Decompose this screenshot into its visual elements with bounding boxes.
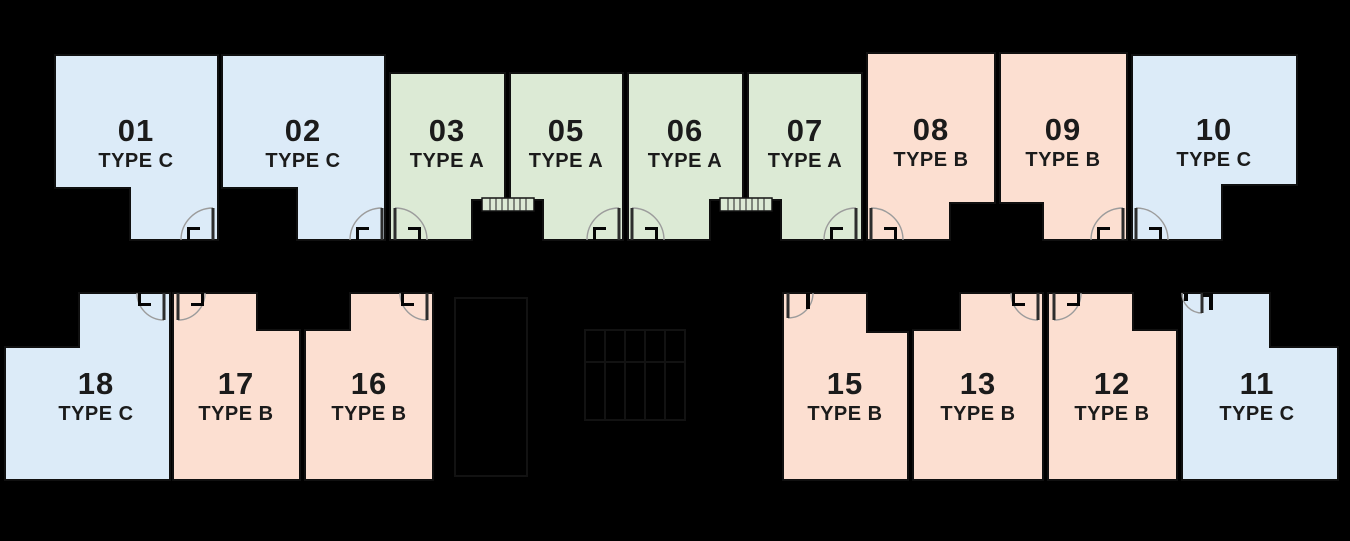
unit-17[interactable]: [172, 292, 301, 481]
door-unit-08: [869, 207, 904, 241]
door-unit-07: [823, 207, 858, 241]
door-unit-03: [393, 207, 428, 241]
unit-13[interactable]: [912, 292, 1044, 481]
door-unit-02: [349, 207, 384, 241]
door-unit-13: [1010, 292, 1040, 321]
unit-08[interactable]: [866, 52, 996, 241]
door-unit-01: [180, 207, 215, 241]
unit-05[interactable]: [509, 72, 624, 241]
door-unit-15: [786, 292, 814, 319]
unit-09[interactable]: [999, 52, 1128, 241]
unit-07[interactable]: [747, 72, 863, 241]
door-unit-12: [1052, 292, 1082, 321]
core-stairs-outline: [454, 297, 686, 477]
door-unit-17: [176, 292, 206, 321]
door-unit-10: [1134, 207, 1169, 241]
unit-15[interactable]: [782, 292, 909, 481]
unit-03[interactable]: [389, 72, 506, 241]
unit-16[interactable]: [304, 292, 434, 481]
service-ledge-2: [719, 197, 773, 212]
door-unit-18: [136, 292, 166, 321]
unit-02[interactable]: [221, 54, 386, 241]
door-unit-09: [1090, 207, 1125, 241]
unit-10[interactable]: [1131, 54, 1298, 241]
unit-06[interactable]: [627, 72, 744, 241]
unit-01[interactable]: [54, 54, 219, 241]
service-ledge-1: [481, 197, 535, 212]
unit-18[interactable]: [4, 292, 171, 481]
door-unit-16: [399, 292, 429, 321]
unit-11[interactable]: [1181, 292, 1339, 481]
door-unit-05: [586, 207, 621, 241]
door-unit-11: [1181, 292, 1213, 314]
door-unit-06: [630, 207, 665, 241]
unit-12[interactable]: [1047, 292, 1178, 481]
